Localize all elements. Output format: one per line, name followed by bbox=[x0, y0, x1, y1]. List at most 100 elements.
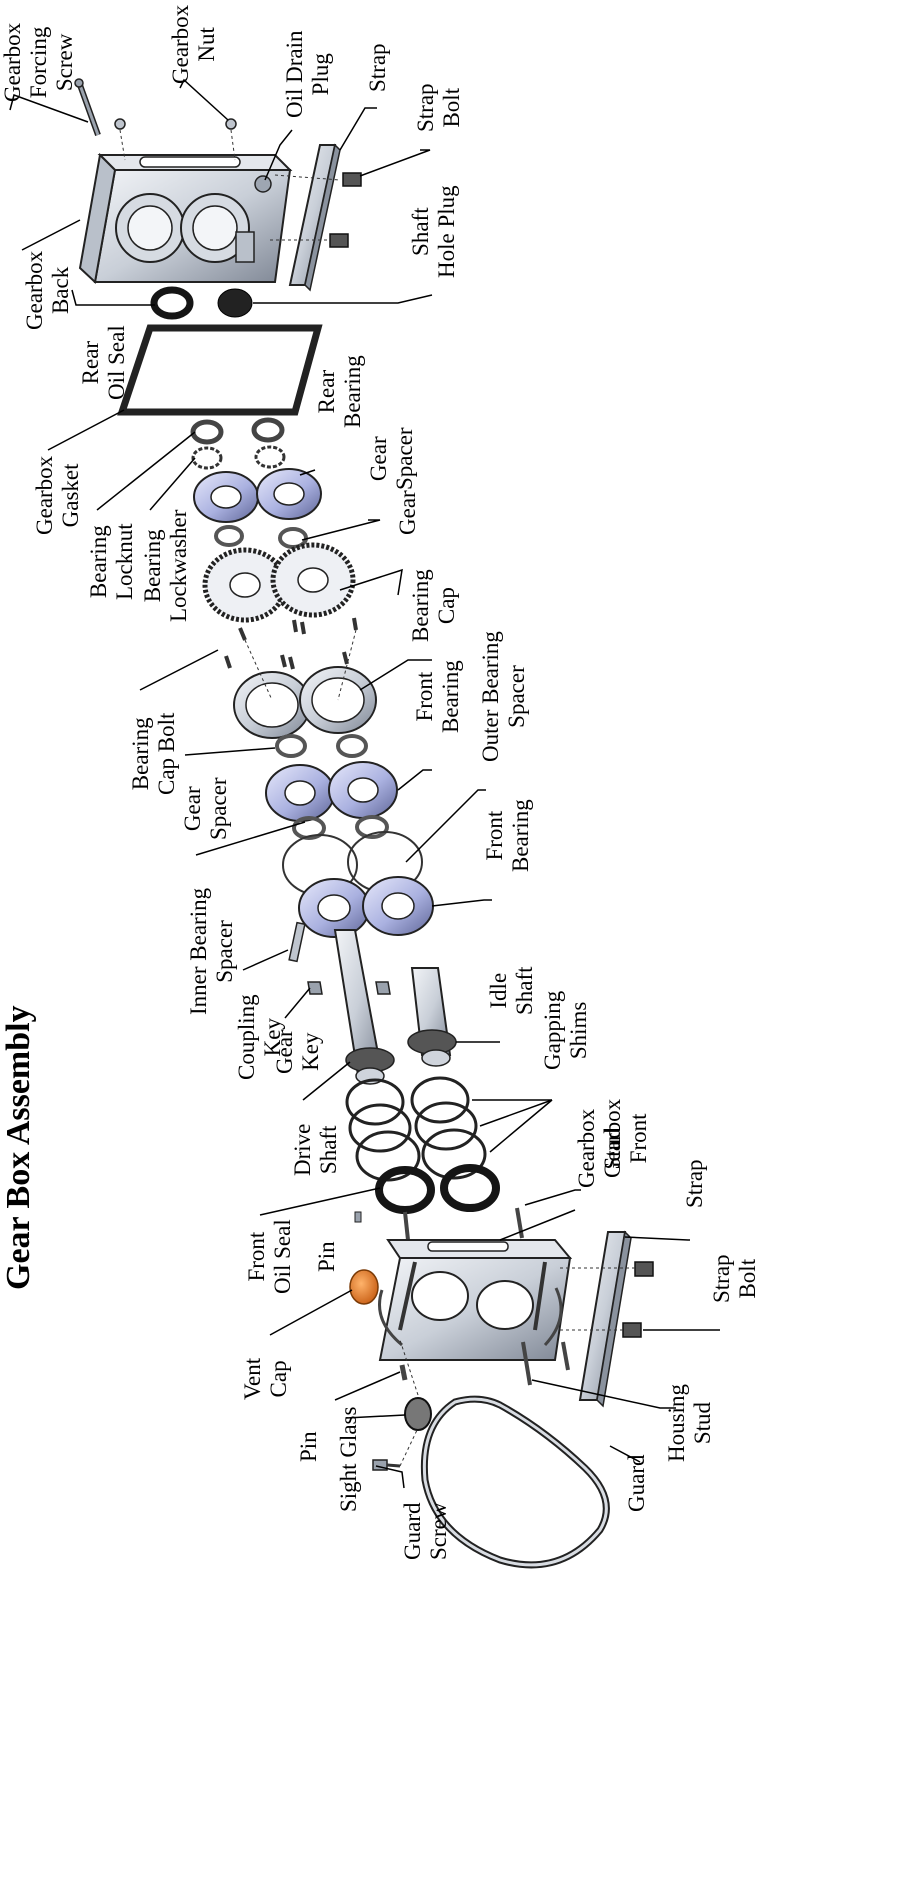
label-line: Shaft bbox=[408, 207, 433, 256]
label-pin-top: Pin bbox=[314, 1241, 340, 1272]
guard-drawing bbox=[420, 1395, 610, 1569]
front-bearing-mid-right-drawing bbox=[362, 876, 434, 936]
label-line: Forcing bbox=[26, 26, 51, 99]
label-line: Strap bbox=[709, 1254, 734, 1303]
gearbox-nut-right-drawing bbox=[225, 118, 237, 130]
label-line: Spacer bbox=[206, 777, 231, 840]
label-line: Front bbox=[482, 810, 507, 861]
label-line: Oil Drain bbox=[282, 30, 307, 118]
gearbox-nut-left-drawing bbox=[114, 118, 126, 130]
label-line: Lockwasher bbox=[166, 509, 191, 622]
label-line: Bearing bbox=[140, 529, 165, 603]
label-line: Nut bbox=[194, 27, 219, 62]
label-line: Pin bbox=[314, 1241, 339, 1272]
label-line: Bearing bbox=[128, 717, 153, 791]
label-line: Bearing bbox=[508, 799, 533, 872]
label-line: Spacer bbox=[392, 427, 417, 490]
front-bearing-top-right-drawing bbox=[328, 761, 398, 819]
gear-key-left-drawing bbox=[307, 981, 323, 995]
label-line: Bearing bbox=[340, 355, 365, 428]
label-line: Gasket bbox=[58, 463, 83, 528]
label-line: Coupling bbox=[234, 994, 259, 1080]
label-line: Front bbox=[626, 1113, 651, 1164]
label-line: Gearbox bbox=[0, 22, 25, 102]
label-strap-top: Strap bbox=[365, 43, 391, 92]
label-line: Stud bbox=[690, 1401, 715, 1445]
gear-key-right-drawing bbox=[375, 981, 391, 995]
label-line: Gearbox bbox=[574, 1108, 599, 1188]
label-line: Guard bbox=[624, 1454, 649, 1512]
label-line: Back bbox=[48, 266, 73, 315]
gearbox-stud-left-drawing bbox=[403, 1211, 410, 1241]
label-line: Shims bbox=[566, 1001, 591, 1060]
housing-stud-drawing bbox=[521, 1341, 532, 1386]
bearing-cap-bolts-drawing bbox=[224, 617, 358, 670]
guard-screw-drawing bbox=[372, 1459, 401, 1471]
label-line: Front bbox=[412, 671, 437, 722]
bearing-locknut-right-drawing bbox=[251, 417, 285, 443]
label-line: Shaft bbox=[512, 966, 537, 1015]
label-line: Rear bbox=[314, 369, 339, 414]
label-line: Gear bbox=[272, 1029, 297, 1074]
label-line: Gapping bbox=[540, 990, 565, 1070]
label-line: Strap bbox=[682, 1159, 707, 1208]
leader-lines bbox=[9, 78, 720, 1489]
label-line: Oil Seal bbox=[104, 325, 129, 400]
label-line: Front bbox=[244, 1231, 269, 1282]
front-oil-seal-left-drawing bbox=[375, 1166, 435, 1214]
label-line: Guard bbox=[400, 1502, 425, 1560]
outer-bearing-spacer-left-drawing bbox=[292, 816, 326, 840]
gapping-shims-drawing bbox=[345, 1076, 487, 1182]
gearbox-back-drawing bbox=[78, 152, 293, 284]
front-bearing-mid-left-drawing bbox=[298, 878, 370, 938]
label-line: Sight Glass bbox=[336, 1406, 361, 1512]
bearing-lockwasher-left-drawing bbox=[191, 446, 223, 470]
outer-bearing-spacer-right-drawing bbox=[355, 815, 389, 839]
label-line: Cap bbox=[434, 587, 459, 625]
gearbox-forcing-screw-drawing bbox=[74, 78, 101, 137]
label-line: Gearbox bbox=[32, 455, 57, 535]
strap-bolt-bottom-drawing bbox=[622, 1261, 654, 1338]
label-line: Bearing bbox=[438, 660, 463, 733]
label-line: Cap Bolt bbox=[154, 712, 179, 795]
label-line: Inner Bearing bbox=[186, 887, 211, 1015]
label-line: Strap bbox=[413, 83, 438, 132]
label-line: Hole Plug bbox=[434, 185, 459, 278]
gear-spacer-mid-right-drawing bbox=[336, 734, 368, 758]
gearbox-front-drawing bbox=[378, 1239, 573, 1361]
label-line: Bolt bbox=[735, 1258, 760, 1299]
rear-bearing-left-drawing bbox=[193, 471, 259, 523]
label-line: Locknut bbox=[112, 523, 137, 600]
shaft-hole-plug-drawing bbox=[217, 288, 253, 318]
label-line: Idle bbox=[486, 972, 511, 1009]
label-line: Cap bbox=[266, 1360, 291, 1398]
idle-shaft-drawing bbox=[407, 967, 457, 1067]
label-line: Rear bbox=[78, 340, 103, 385]
front-bearing-top-left-drawing bbox=[265, 764, 335, 822]
label-line: Strap bbox=[365, 43, 390, 92]
label-line: Pin bbox=[296, 1431, 321, 1462]
rear-bearing-right-drawing bbox=[256, 468, 322, 520]
label-line: Oil Seal bbox=[270, 1219, 295, 1294]
label-line: Gearbox bbox=[22, 250, 47, 330]
label-strap-bottom: Strap bbox=[682, 1159, 708, 1208]
